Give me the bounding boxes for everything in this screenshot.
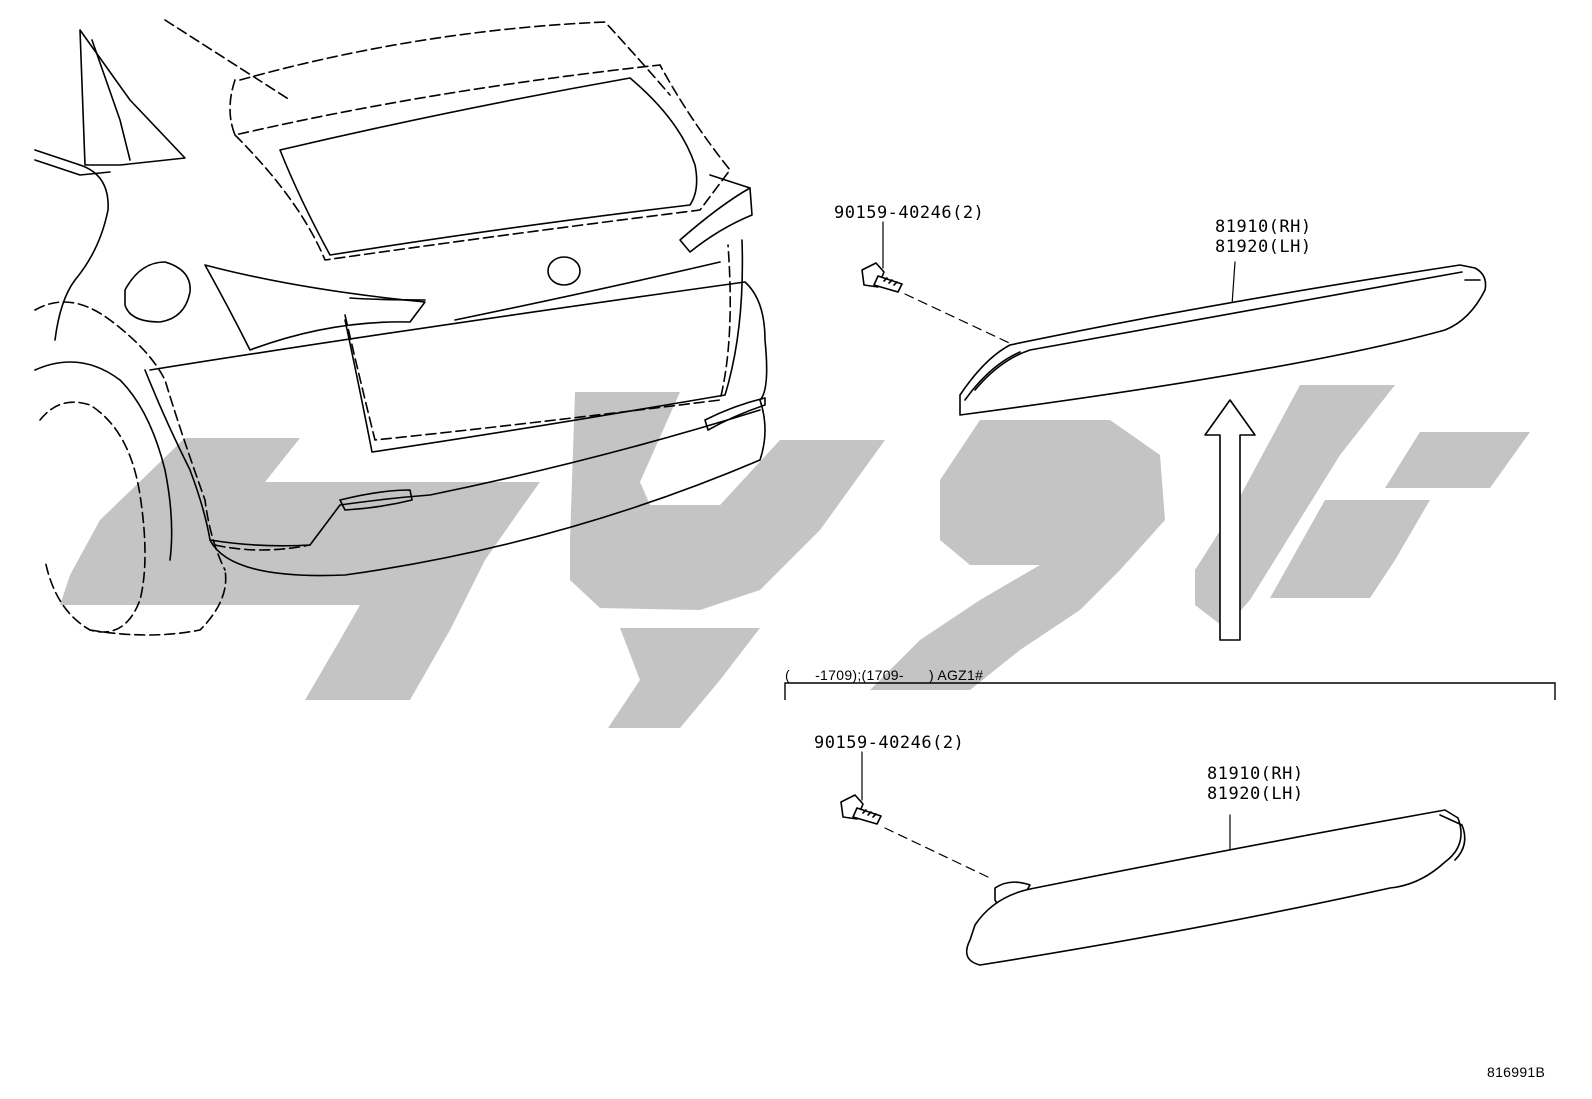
lower-reflector-part-numbers: 81910(RH) 81920(LH) [1207,764,1304,804]
lower-reflector-lh-part-number: 81920(LH) [1207,784,1304,804]
upper-bolt-part-number: 90159-40246(2) [834,203,985,223]
up-arrow-icon [1204,399,1256,641]
bolt-icon [840,794,882,825]
vehicle-rear-drawing [34,19,768,636]
bolt-icon [861,262,903,293]
upper-parts-group [861,221,1487,641]
lower-parts-group [840,751,1466,966]
upper-reflector-part-numbers: 81910(RH) 81920(LH) [1215,217,1312,257]
watermark-logo [60,385,1530,728]
figure-code: 816991B [1487,1064,1546,1080]
lower-reflector-rh-part-number: 81910(RH) [1207,764,1304,784]
upper-reflector [959,264,1487,416]
upper-reflector-rh-part-number: 81910(RH) [1215,217,1312,237]
lower-reflector [965,809,1466,966]
variant-condition-label: ( -1709);(1709- ) AGZ1# [785,667,984,683]
variant-bracket [784,682,1556,700]
upper-reflector-lh-part-number: 81920(LH) [1215,237,1312,257]
lower-bolt-part-number: 90159-40246(2) [814,733,965,753]
